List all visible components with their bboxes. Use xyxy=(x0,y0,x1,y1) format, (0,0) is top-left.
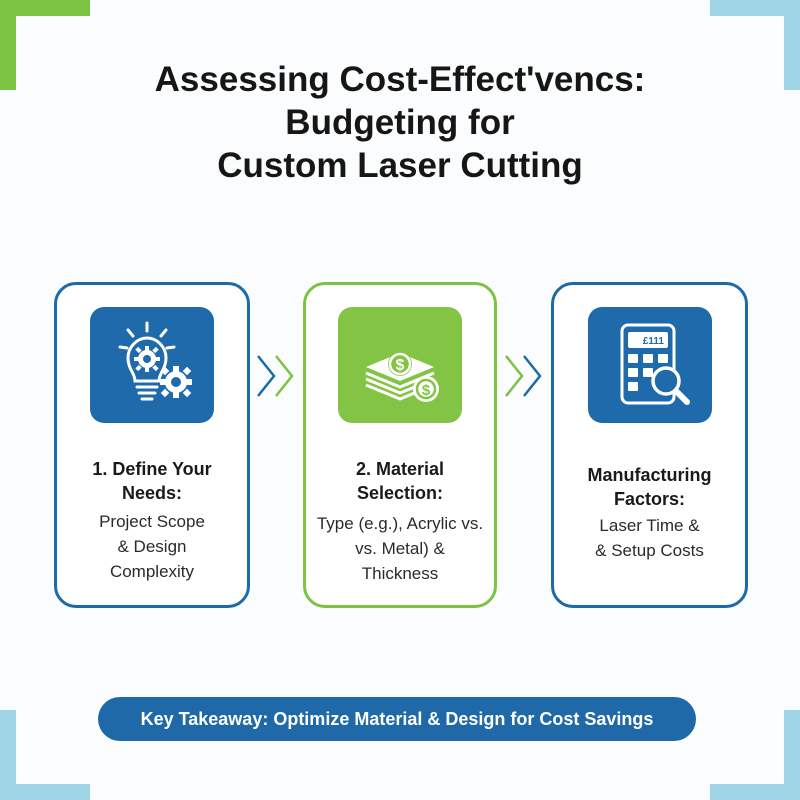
page-title: Assessing Cost-Effect'vencs: Budgeting f… xyxy=(0,58,800,187)
corner-accent-bottom-right xyxy=(710,784,800,800)
step-heading-line: Needs: xyxy=(121,483,183,503)
step-description-line: Project Scope xyxy=(99,512,205,531)
corner-accent-bottom-left xyxy=(0,784,90,800)
step-card-manufacturing-factors: £111 Manufacturing Factors: Laser Time &… xyxy=(551,282,748,608)
title-line: Assessing Cost-Effect'vencs: xyxy=(154,60,646,99)
step-card-define-needs: 1. Define Your Needs: Project Scope & De… xyxy=(54,282,250,608)
corner-accent-top-left xyxy=(0,0,16,90)
corner-accent-top-right xyxy=(710,0,800,16)
lightbulb-gear-icon xyxy=(118,321,192,401)
icon-tile xyxy=(90,307,214,423)
step-description-line: & Design xyxy=(117,537,187,556)
icon-tile: $ $ xyxy=(338,307,462,423)
step-description: Type (e.g.), Acrylic vs. vs. Metal) & Th… xyxy=(312,511,488,586)
step-description-line: Type (e.g.), Acrylic vs. xyxy=(316,514,484,533)
step-heading: Manufacturing Factors: xyxy=(560,463,739,511)
icon-tile: £111 xyxy=(587,307,712,423)
corner-accent-bottom-right xyxy=(784,710,800,800)
title-line: Budgeting for xyxy=(285,103,515,142)
calculator-magnifier-icon: £111 xyxy=(620,323,690,405)
step-heading-line: Factors: xyxy=(613,489,685,509)
chevron-right-icon xyxy=(257,355,294,397)
step-card-material-selection: $ $ 2. Material Selection: Type (e.g.), … xyxy=(303,282,497,608)
step-description: Project Scope & Design Complexity xyxy=(63,509,241,584)
step-description: Laser Time & & Setup Costs xyxy=(560,513,739,563)
money-stack-icon: $ $ xyxy=(365,352,439,402)
calculator-display: £111 xyxy=(642,336,664,347)
corner-accent-top-right xyxy=(784,0,800,90)
corner-accent-bottom-left xyxy=(0,710,16,800)
step-heading-line: 1. Define Your xyxy=(92,459,212,479)
step-description-line: vs. Metal) & xyxy=(355,539,445,558)
svg-text:$: $ xyxy=(396,357,405,374)
svg-text:$: $ xyxy=(422,382,431,399)
step-heading: 1. Define Your Needs: xyxy=(63,457,241,505)
step-description-line: Laser Time & xyxy=(599,516,700,535)
step-description-line: & Setup Costs xyxy=(595,541,704,560)
corner-accent-top-left xyxy=(0,0,90,16)
step-heading: 2. Material Selection: xyxy=(312,457,488,505)
title-line: Custom Laser Cutting xyxy=(217,146,583,185)
step-heading-line: Manufacturing xyxy=(587,465,712,485)
key-takeaway-banner: Key Takeaway: Optimize Material & Design… xyxy=(98,697,696,741)
step-description-line: Thickness xyxy=(361,564,439,583)
step-heading-line: 2. Material Selection: xyxy=(355,459,445,503)
step-description-line: Complexity xyxy=(109,562,195,581)
chevron-right-icon xyxy=(505,355,542,397)
